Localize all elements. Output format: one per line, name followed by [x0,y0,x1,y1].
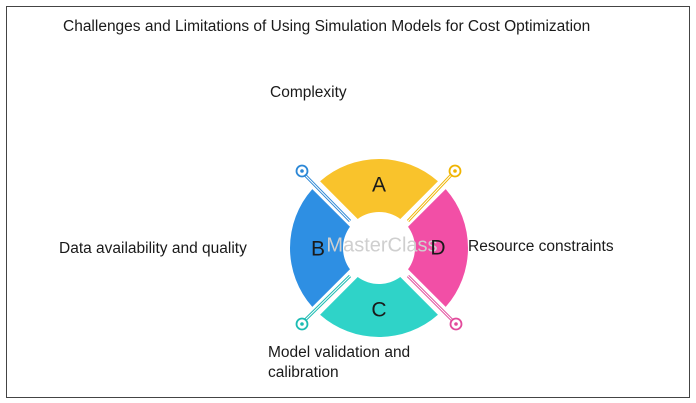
segment-c-letter: C [371,299,386,322]
segment-d-letter: D [430,237,445,260]
segment-b-letter: B [311,238,325,261]
diagram-title: Challenges and Limitations of Using Simu… [63,18,591,35]
segment-b [290,189,350,307]
segment-a-letter: A [372,174,386,197]
label-data-availability: Data availability and quality [59,240,247,257]
segment-c [320,277,438,337]
segment-a [320,159,438,219]
pin-c-icon [295,317,309,331]
label-resource-constraints: Resource constraints [468,238,614,255]
pin-b-icon [295,164,309,178]
pin-a-icon [448,164,462,178]
segment-d [408,189,468,307]
connectors [300,170,457,325]
pin-d-icon [449,317,463,331]
label-model-validation: Model validation and calibration [268,344,411,381]
label-complexity: Complexity [270,84,347,101]
watermark-text: MasterClass [326,234,437,256]
